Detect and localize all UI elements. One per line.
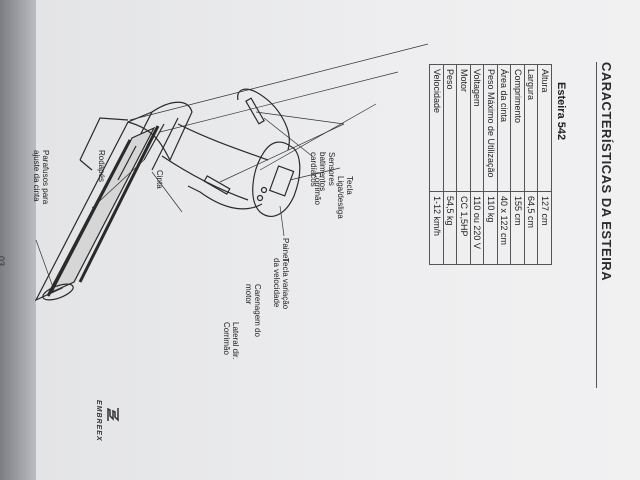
leader-sensores-a bbox=[255, 111, 345, 125]
label-lateral: Lateral dir.Corrimão bbox=[222, 322, 240, 360]
base-rail-2 bbox=[79, 159, 93, 171]
label-cinta: Cinta bbox=[155, 170, 164, 189]
handrail-right bbox=[187, 185, 263, 210]
side-rail-left bbox=[143, 123, 165, 161]
motor-cover-inner bbox=[151, 117, 179, 171]
console-button bbox=[260, 186, 268, 194]
label-rodapes: Rodapés bbox=[97, 150, 106, 183]
leader-corrimao bbox=[263, 117, 313, 157]
belt-edge-right bbox=[46, 139, 132, 297]
leader-parafusos bbox=[35, 239, 55, 291]
right-upright bbox=[161, 155, 249, 201]
brand-logo-icon bbox=[107, 407, 119, 422]
page-number: 03 bbox=[0, 256, 6, 267]
leader-tecla-liga bbox=[289, 167, 341, 181]
leader-lateral bbox=[129, 43, 429, 121]
rear-roller bbox=[42, 283, 74, 301]
console-button bbox=[256, 194, 264, 202]
base-rail bbox=[79, 117, 129, 161]
heart-rate-sensor bbox=[245, 97, 265, 125]
leader-cinta bbox=[151, 171, 183, 213]
leader-velocidade bbox=[259, 103, 377, 171]
leader-painel bbox=[279, 205, 285, 237]
left-upright bbox=[177, 123, 269, 161]
handrail-left bbox=[237, 88, 290, 151]
label-painel: Painel bbox=[281, 238, 290, 261]
manual-page bbox=[36, 0, 640, 480]
belt-surface bbox=[50, 126, 156, 294]
heart-rate-sensor bbox=[203, 175, 231, 195]
side-rail-right bbox=[117, 145, 137, 181]
belt-edge-left bbox=[78, 125, 160, 283]
leader-carenagem bbox=[159, 71, 399, 133]
console-display bbox=[268, 165, 295, 197]
leader-rodapes bbox=[91, 159, 145, 209]
console-frame bbox=[252, 141, 301, 217]
motor-cover bbox=[127, 101, 193, 162]
